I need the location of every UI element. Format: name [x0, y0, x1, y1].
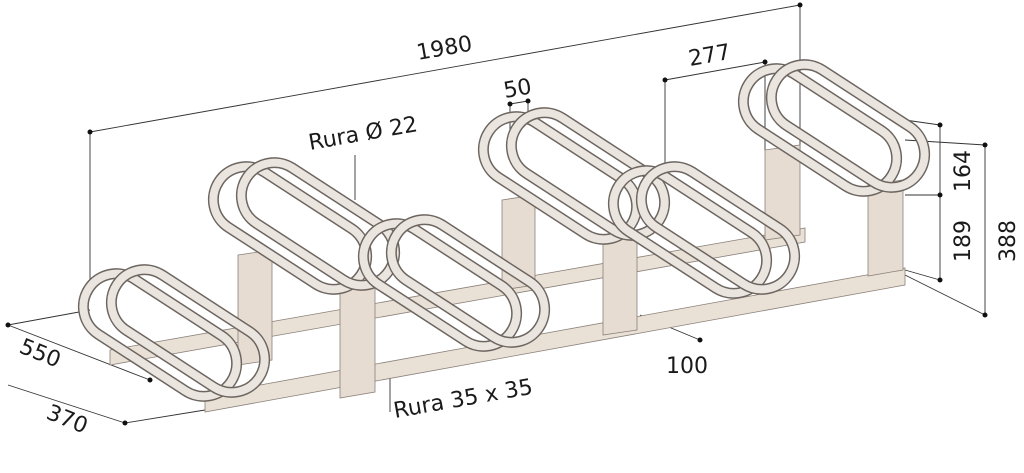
post-height-label: 189: [951, 220, 976, 262]
back-beam: [109, 227, 806, 366]
loop-gap-label: 50: [502, 74, 534, 103]
frame-profile-label: Rura 35 x 35: [392, 375, 535, 424]
tube-loops: [77, 59, 931, 402]
tube-loop: [357, 218, 523, 352]
post: [339, 284, 376, 399]
rack-frame: [109, 144, 906, 413]
tube-loop: [105, 264, 271, 398]
overall-length-label: 1980: [415, 32, 474, 66]
front-beam: [204, 267, 906, 413]
beam-offset-label: 100: [666, 354, 708, 379]
tube-loop: [477, 111, 643, 245]
tube-loop: [385, 214, 551, 348]
loop-spacing-label: 277: [687, 40, 733, 72]
tube-loop: [765, 59, 931, 193]
tube-diameter-label: Rura Ø 22: [307, 112, 420, 156]
tube-loop: [235, 157, 401, 291]
tube-loop: [737, 63, 903, 197]
tube-loop: [607, 165, 773, 299]
base-depth-label: 370: [43, 400, 91, 439]
loop-height-label: 164: [951, 150, 976, 192]
total-height-label: 388: [996, 220, 1021, 262]
tube-loop: [77, 268, 243, 402]
depth-label: 550: [16, 334, 64, 373]
dimension-lines: [5, 2, 988, 426]
tube-loop: [505, 107, 671, 241]
tube-loop: [635, 161, 801, 295]
tube-loop: [207, 161, 373, 295]
post: [602, 234, 638, 336]
